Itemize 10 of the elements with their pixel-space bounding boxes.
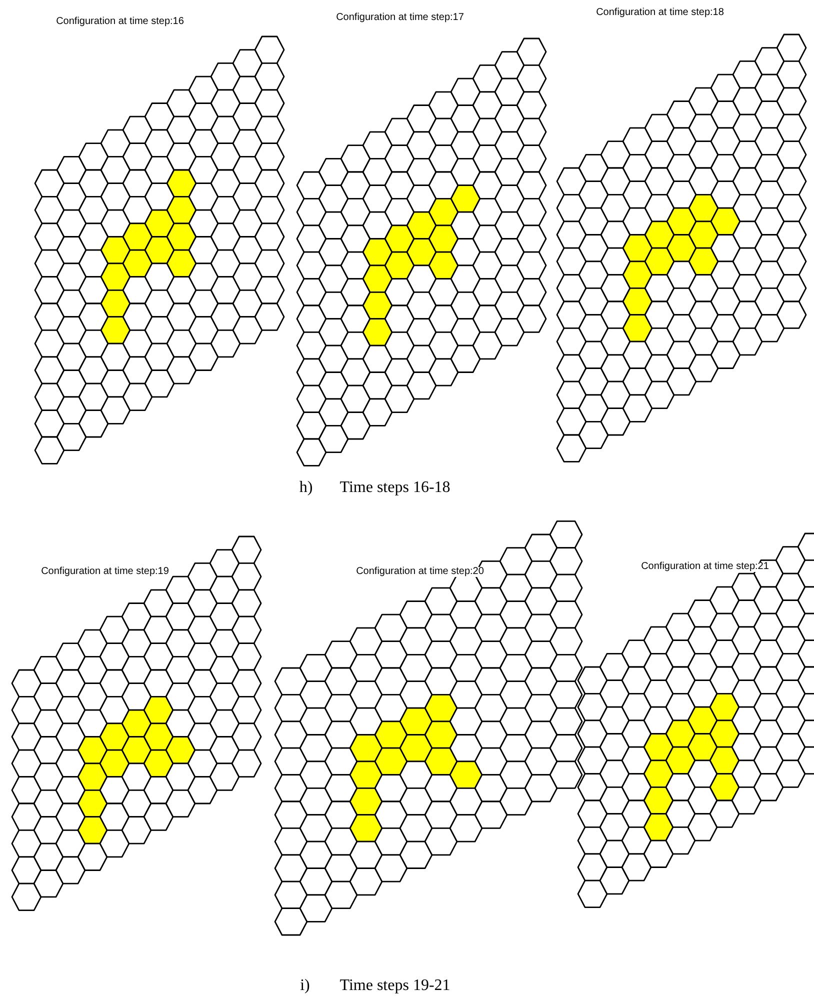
panel-title: Configuration at time step:20 [356,567,484,577]
caption-text: Time steps 19-21 [340,978,450,994]
panel-title: Configuration at time step:21 [641,562,769,572]
caption-letter: h) [299,480,313,496]
panel-title: Configuration at time step:18 [596,8,724,18]
caption-text: Time steps 16-18 [340,480,450,496]
caption-letter: i) [300,978,310,994]
panel-title: Configuration at time step:16 [56,17,184,27]
panel-title: Configuration at time step:17 [336,13,464,23]
panel-title: Configuration at time step:19 [41,567,169,577]
